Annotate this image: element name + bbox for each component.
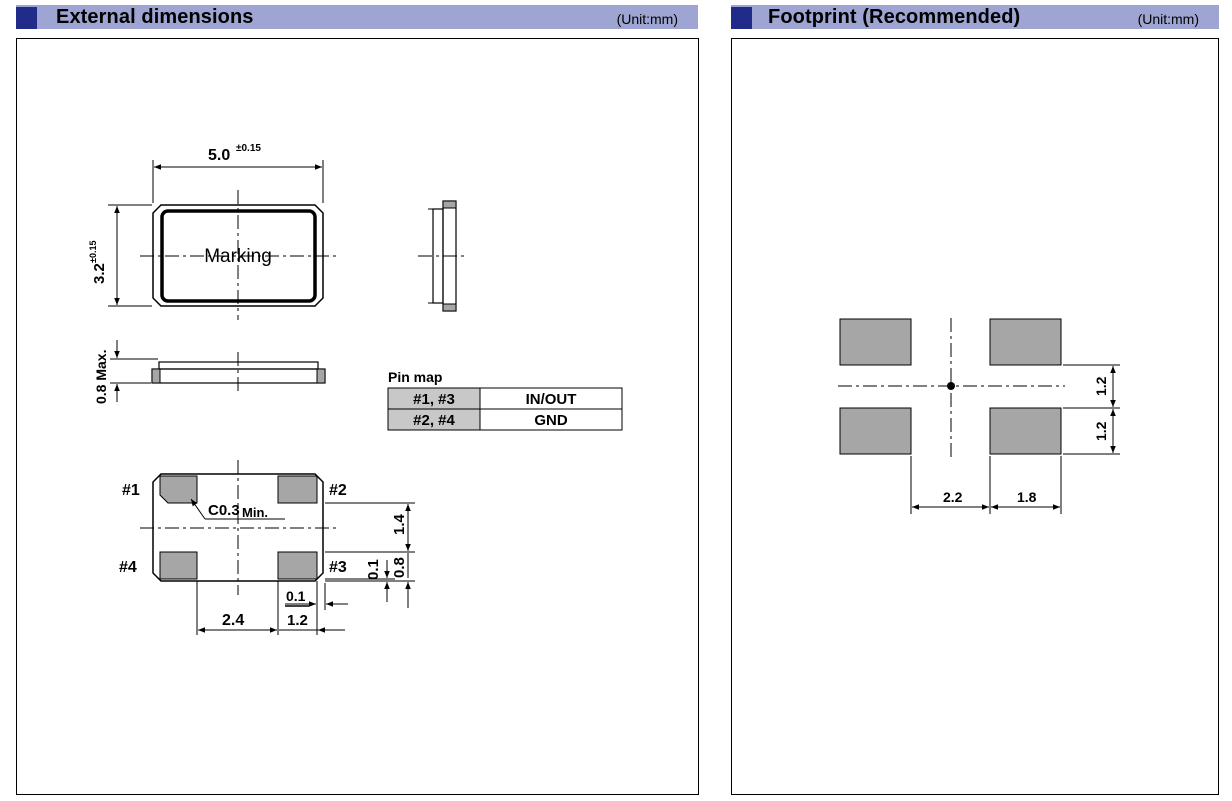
dim-0-8: 0.8: [391, 557, 408, 578]
pinmap-title: Pin map: [388, 369, 442, 385]
header-square-icon: [731, 7, 752, 29]
dim-0-1-bottom: 0.1: [286, 588, 306, 604]
marking-label: Marking: [204, 246, 272, 267]
dim-2-4: 2.4: [222, 612, 244, 629]
height-dim-main: 3.2: [91, 263, 108, 284]
chamfer-label: C0.3: [208, 502, 240, 519]
footprint-dim-1-2-bottom: 1.2: [1093, 421, 1109, 441]
side-view-front: 0.8 Max.: [93, 340, 326, 404]
footprint-title: Footprint (Recommended): [768, 6, 1021, 28]
external-dimensions-title: External dimensions: [56, 6, 254, 28]
footprint-dim-1-2-top: 1.2: [1093, 376, 1109, 396]
pinmap-row-pins: #2, #4: [413, 412, 455, 429]
width-dim-tolerance: ±0.15: [236, 143, 261, 154]
external-dimensions-header: External dimensions (Unit:mm): [16, 5, 698, 29]
pinmap-row-pins: #1, #3: [413, 391, 455, 408]
footprint-drawing: 1.2 1.2 2.2 1.8: [838, 318, 1120, 514]
center-dot: [947, 382, 955, 390]
height-dimension: 3.2 ±0.15: [88, 204, 152, 307]
footprint-pad: [989, 407, 1062, 455]
pinmap-row-function: IN/OUT: [526, 391, 577, 408]
side-view-right: [418, 200, 466, 312]
pinmap-row-function: GND: [534, 412, 568, 429]
footprint-pad: [839, 318, 912, 366]
footprint-pad: [839, 407, 912, 455]
chamfer-min-label: Min.: [242, 505, 268, 520]
footprint-pad: [989, 318, 1062, 366]
thickness-dim: 0.8 Max.: [93, 350, 109, 404]
pin-label-3: #3: [329, 559, 347, 576]
dim-1-4: 1.4: [391, 513, 408, 535]
top-view: Marking: [140, 190, 338, 320]
pin-label-2: #2: [329, 482, 347, 499]
pin-map: Pin map #1, #3 IN/OUT #2, #4 GND: [387, 369, 623, 431]
footprint-panel: [731, 38, 1219, 795]
width-dim-main: 5.0: [208, 147, 230, 164]
dim-1-2: 1.2: [287, 612, 308, 629]
footprint-header: Footprint (Recommended) (Unit:mm): [731, 5, 1219, 29]
external-unit-label: (Unit:mm): [616, 11, 678, 27]
header-square-icon: [16, 7, 37, 29]
pin-label-4: #4: [119, 559, 137, 576]
height-dim-tolerance: ±0.15: [88, 241, 98, 263]
footprint-unit-label: (Unit:mm): [1137, 11, 1199, 27]
width-dimension: 5.0 ±0.15: [152, 143, 324, 203]
bottom-view: #1 #2 #3 #4 C0.3 Min. 1.4 0.1 0.8 2.4 0.…: [119, 460, 415, 635]
footprint-dim-1-8: 1.8: [1017, 489, 1037, 505]
dim-0-1-right: 0.1: [365, 559, 382, 580]
footprint-dim-2-2: 2.2: [943, 489, 963, 505]
pin-label-1: #1: [122, 482, 140, 499]
